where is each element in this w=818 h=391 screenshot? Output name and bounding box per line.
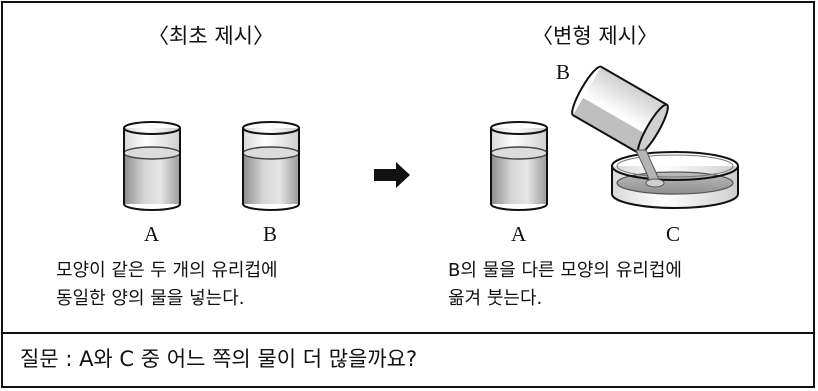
dish-c bbox=[611, 151, 739, 209]
question-divider bbox=[3, 332, 813, 334]
cup-a-left bbox=[123, 121, 181, 211]
right-panel-title: 〈변형 제시〉 bbox=[532, 24, 658, 48]
question-text: 질문 : A와 C 중 어느 쪽의 물이 더 많을까요? bbox=[20, 347, 418, 371]
cup-a-right bbox=[490, 121, 548, 211]
left-desc-line1: 모양이 같은 두 개의 유리컵에 bbox=[56, 260, 278, 281]
left-panel-title: 〈최초 제시〉 bbox=[148, 24, 274, 48]
pour-cup-label: B bbox=[556, 60, 571, 84]
cup-b-label-left: B bbox=[263, 222, 278, 246]
right-arrow-icon bbox=[374, 162, 410, 188]
right-desc-line2: 옮겨 붓는다. bbox=[448, 288, 543, 309]
left-desc-line2: 동일한 양의 물을 넣는다. bbox=[56, 288, 245, 309]
cup-a-label-right: A bbox=[511, 222, 527, 246]
cup-a-label-left: A bbox=[144, 222, 160, 246]
dish-c-label: C bbox=[666, 222, 681, 246]
right-desc-line1: B의 물을 다른 모양의 유리컵에 bbox=[448, 260, 682, 281]
cup-b-left bbox=[242, 121, 300, 211]
cup-b-pouring bbox=[571, 65, 669, 188]
